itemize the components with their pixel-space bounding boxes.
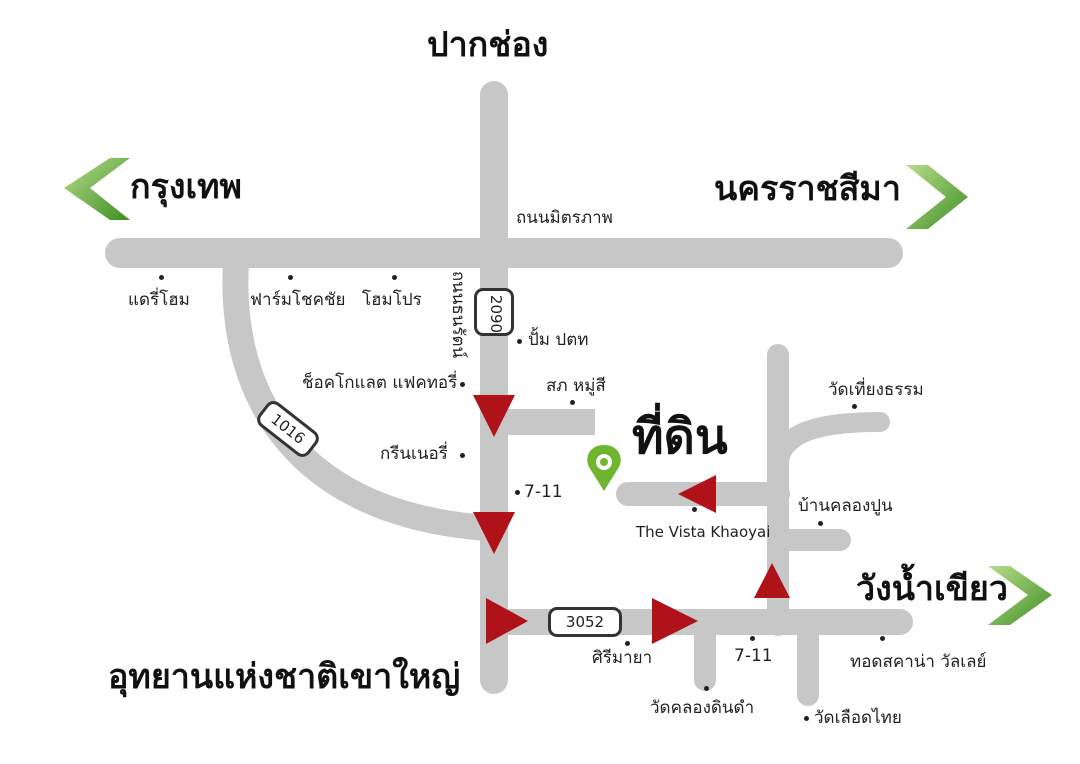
landmark-farm-chokchai: ฟาร์มโชคชัย	[250, 290, 346, 310]
landmark-sapha-mu-si: สภ หมู่สี	[546, 376, 606, 396]
direction-west: กรุงเทพ	[130, 167, 242, 207]
landmark-dot	[704, 686, 709, 691]
landmark-wat-lueat-thai: วัดเลือดไทย	[814, 708, 902, 728]
landmark-dot	[692, 507, 697, 512]
landmark-dot	[818, 521, 823, 526]
landmark-seven-eleven-a: 7-11	[524, 482, 563, 502]
landmark-dot	[750, 636, 755, 641]
direction-north: ปากช่อง	[427, 25, 549, 65]
landmark-sirimaya: ศิรีมายา	[592, 648, 653, 668]
landmark-greenery: กรีนเนอรี่	[380, 444, 448, 464]
direction-southwest: อุทยานแห่งชาติเขาใหญ่	[108, 657, 461, 697]
landmark-thod-sakana: ทอดสคาน่า วัลเลย์	[850, 652, 987, 672]
road-label-mittraphap: ถนนมิตรภาพ	[516, 208, 613, 228]
direction-east: นครราชสีมา	[714, 169, 901, 209]
landmark-seven-eleven-b: 7-11	[734, 646, 773, 666]
landmark-dot	[625, 641, 630, 646]
landmark-dot	[515, 490, 520, 495]
landmark-chocolate-factory: ช็อคโกแลต แฟคทอรี่	[302, 373, 458, 393]
chevron-right-icon	[906, 165, 968, 229]
chevron-right-icon	[988, 566, 1052, 625]
direction-southeast: วังน้ำเขียว	[856, 569, 1008, 609]
landmark-dot	[570, 400, 575, 405]
landmark-ban-khlong-pun: บ้านคลองปูน	[798, 496, 893, 516]
landmark-dot	[460, 382, 465, 387]
destination-label: ที่ดิน	[632, 409, 728, 465]
chevron-left-icon	[64, 158, 130, 220]
landmark-dot	[460, 453, 465, 458]
landmark-dairy-home: แดรี่โฮม	[128, 290, 190, 310]
route-shield-3052: 3052	[548, 607, 622, 637]
route-shield-2090: 2090	[474, 288, 514, 336]
landmark-ptt-station: ปั้ม ปตท	[528, 330, 589, 350]
landmark-dot	[852, 404, 857, 409]
arrow-down-icon	[473, 512, 515, 554]
landmark-dot	[392, 275, 397, 280]
landmark-vista-khaoyai: The Vista Khaoyai	[636, 523, 771, 541]
landmark-dot	[517, 339, 522, 344]
road-label-thanarat: ถนนธนรัตน์	[448, 270, 469, 359]
arrow-right-icon	[486, 598, 528, 644]
landmark-home-pro: โฮมโปร	[362, 290, 422, 310]
landmark-dot	[288, 275, 293, 280]
landmark-wat-khlong-din-dam: วัดคลองดินดำ	[650, 698, 755, 718]
landmark-dot	[159, 275, 164, 280]
arrow-up-icon	[754, 563, 790, 598]
road-thiang-tham	[768, 412, 890, 480]
landmark-dot	[804, 716, 809, 721]
arrow-left-icon	[678, 475, 716, 513]
landmark-dot	[880, 636, 885, 641]
arrow-right-icon	[652, 598, 698, 644]
location-pin-icon	[587, 445, 621, 491]
landmark-wat-thiang-tham: วัดเที่ยงธรรม	[828, 380, 924, 400]
arrow-down-icon	[473, 395, 515, 437]
